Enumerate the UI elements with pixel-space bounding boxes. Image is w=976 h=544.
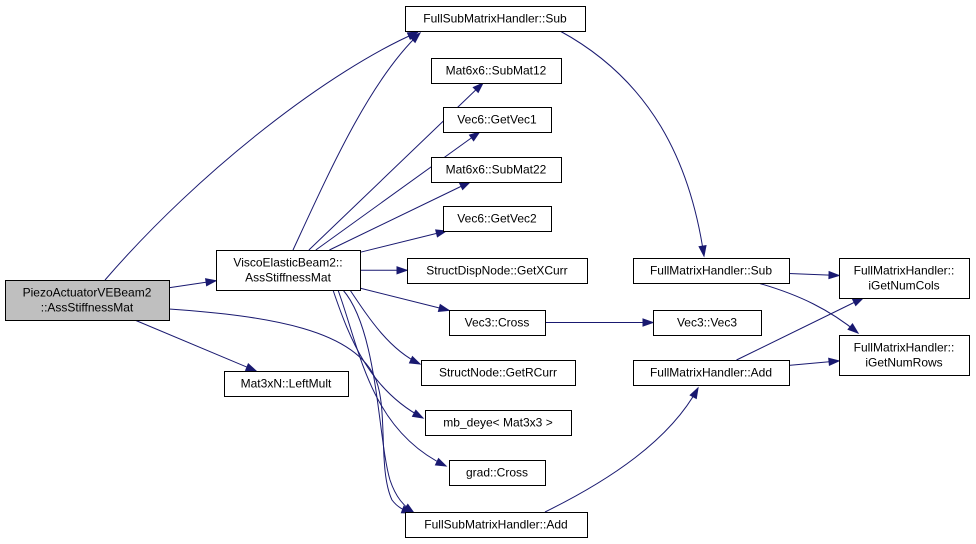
node-box (407, 258, 588, 284)
node-box (405, 6, 586, 32)
node-gradcross[interactable]: grad::Cross (449, 460, 546, 486)
edge-vec3cross-to-vec3ctor (545, 318, 655, 327)
node-box (443, 107, 552, 133)
node-label: FullSubMatrixHandler::Add (424, 518, 567, 532)
node-label: FullMatrixHandler:: (854, 264, 955, 278)
node-visco[interactable]: ViscoElasticBeam2::AssStiffnessMat (216, 250, 361, 291)
node-label: StructNode::GetRCurr (439, 366, 557, 380)
node-box (431, 58, 562, 84)
edge-visco-to-getrcurr (349, 289, 422, 365)
node-submat22[interactable]: Mat6x6::SubMat22 (431, 157, 562, 183)
edge-visco-to-vec3cross (359, 287, 451, 312)
node-box (449, 310, 546, 336)
node-box (216, 250, 361, 291)
node-box (421, 360, 576, 386)
edge-root-to-visco (168, 278, 218, 289)
edge-fmh_add-to-getnumrows (788, 357, 841, 367)
node-box (405, 512, 588, 538)
edge-visco-to-gradcross (337, 289, 448, 467)
node-getnumrows[interactable]: FullMatrixHandler::iGetNumRows (839, 335, 970, 376)
node-label: PiezoActuatorVEBeam2 (23, 286, 152, 300)
node-box (224, 371, 349, 397)
node-box (653, 310, 762, 336)
node-label: Mat6x6::SubMat22 (446, 163, 547, 177)
node-label: FullMatrixHandler::Sub (650, 264, 772, 278)
edge-visco-to-mbdeye (332, 289, 425, 419)
node-label: FullSubMatrixHandler::Sub (423, 12, 567, 26)
node-fsmh_add[interactable]: FullSubMatrixHandler::Add (405, 512, 588, 538)
node-getxcurr[interactable]: StructDispNode::GetXCurr (407, 258, 588, 284)
edge-fmh_sub-to-getnumcols (788, 270, 841, 280)
node-getnumcols[interactable]: FullMatrixHandler::iGetNumCols (839, 258, 970, 299)
node-label: Vec6::GetVec1 (457, 113, 537, 127)
node-label: FullMatrixHandler:: (854, 341, 955, 355)
edge-fsmh_sub-to-fmh_sub (559, 30, 707, 258)
node-layer: PiezoActuatorVEBeam2::AssStiffnessMat Vis… (5, 6, 970, 538)
node-label: grad::Cross (466, 466, 528, 480)
node-box (431, 157, 562, 183)
edge-root-to-mat3xn (134, 319, 258, 372)
node-box (425, 410, 572, 436)
node-box (633, 360, 790, 386)
node-label: Mat3xN::LeftMult (241, 377, 332, 391)
node-box (443, 206, 552, 232)
node-label: iGetNumRows (865, 356, 942, 370)
node-fmh_sub[interactable]: FullMatrixHandler::Sub (633, 258, 790, 284)
edge-root-to-fsmh_add (168, 308, 414, 514)
node-label: FullMatrixHandler::Add (650, 366, 772, 380)
edge-fmh_sub-to-getnumrows (757, 282, 860, 334)
edge-visco-to-getxcurr (359, 266, 409, 275)
node-mat3xn[interactable]: Mat3xN::LeftMult (224, 371, 349, 397)
edge-fsmh_add-to-fmh_add (544, 386, 699, 513)
node-submat12[interactable]: Mat6x6::SubMat12 (431, 58, 562, 84)
edge-root-to-fsmh_sub (104, 31, 420, 281)
node-vec3cross[interactable]: Vec3::Cross (449, 310, 546, 336)
node-label: Vec6::GetVec2 (457, 212, 537, 226)
node-getvec1[interactable]: Vec6::GetVec1 (443, 107, 552, 133)
node-label: mb_deye< Mat3x3 > (443, 416, 552, 430)
node-label: Vec3::Cross (465, 316, 530, 330)
node-box (449, 460, 546, 486)
node-mbdeye[interactable]: mb_deye< Mat3x3 > (425, 410, 572, 436)
node-label: StructDispNode::GetXCurr (426, 264, 567, 278)
node-box (839, 258, 970, 299)
node-label: Vec3::Vec3 (677, 316, 737, 330)
node-root[interactable]: PiezoActuatorVEBeam2::AssStiffnessMat (5, 280, 170, 321)
node-label: iGetNumCols (868, 279, 939, 293)
edge-visco-to-getvec1 (315, 131, 481, 251)
edge-visco-to-fsmh_add (342, 289, 416, 514)
node-box (5, 280, 170, 321)
node-getvec2[interactable]: Vec6::GetVec2 (443, 206, 552, 232)
node-box (633, 258, 790, 284)
node-getrcurr[interactable]: StructNode::GetRCurr (421, 360, 576, 386)
node-vec3ctor[interactable]: Vec3::Vec3 (653, 310, 762, 336)
node-label: ViscoElasticBeam2:: (233, 256, 342, 270)
edge-visco-to-fsmh_sub (292, 31, 422, 251)
edge-visco-to-getvec2 (359, 229, 448, 253)
node-label: Mat6x6::SubMat12 (446, 64, 547, 78)
node-label: AssStiffnessMat (245, 271, 331, 285)
edge-fmh_add-to-getnumcols (736, 297, 865, 361)
node-fsmh_sub[interactable]: FullSubMatrixHandler::Sub (405, 6, 586, 32)
node-label: ::AssStiffnessMat (41, 301, 134, 315)
node-fmh_add[interactable]: FullMatrixHandler::Add (633, 360, 790, 386)
node-box (839, 335, 970, 376)
